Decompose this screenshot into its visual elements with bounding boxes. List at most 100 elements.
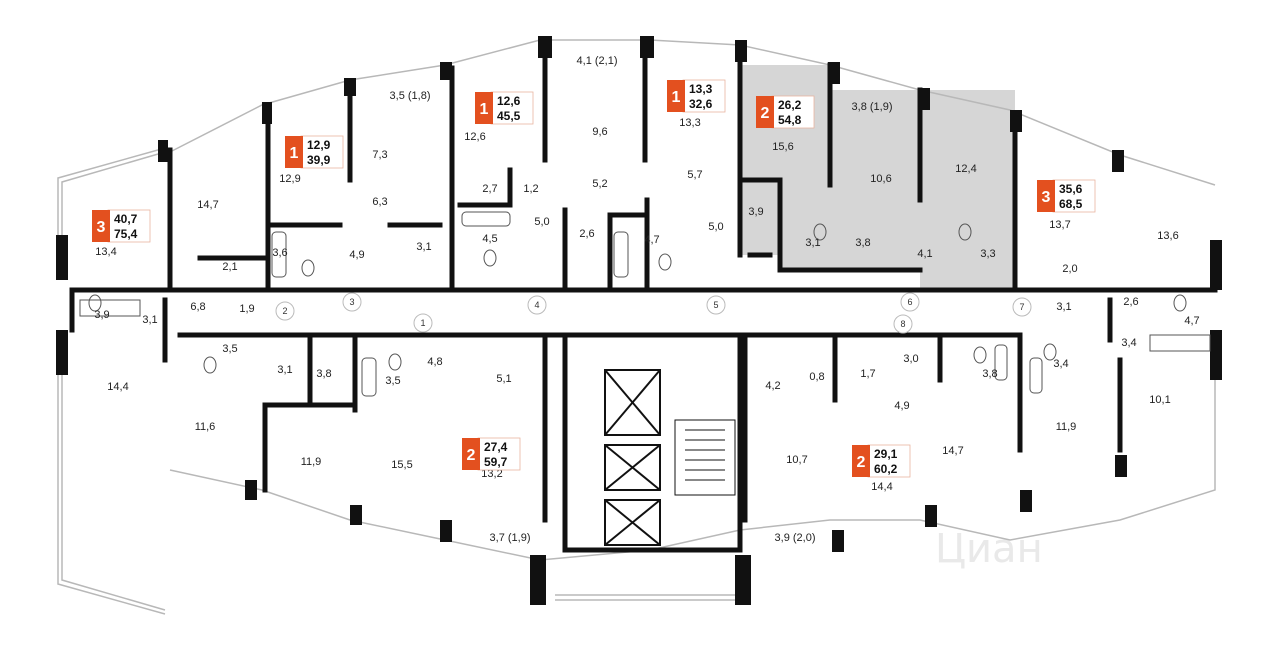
room-count: 2 (761, 105, 770, 122)
room-area-label: 3,8 (855, 237, 870, 249)
room-area-label: 15,5 (391, 459, 412, 471)
apartment-badge[interactable]: 3 35,668,5 (1037, 179, 1096, 213)
room-area-label: 3,9 (94, 309, 109, 321)
room-area-label: 12,4 (955, 163, 976, 175)
room-area-label: 15,6 (772, 141, 793, 153)
room-count-square (285, 136, 303, 168)
badge-frame (477, 437, 521, 471)
room-area-label: 11,6 (195, 421, 216, 433)
entrance-number: 1 (420, 318, 425, 328)
living-area: 27,4 (484, 440, 508, 454)
room-area-label: 3,1 (142, 314, 157, 326)
room-area-label: 3,1 (805, 237, 820, 249)
entrance-number-marker (413, 313, 433, 333)
room-area-label: 3,4 (1053, 358, 1068, 370)
room-area-label: 3,5 (222, 343, 237, 355)
walls (69, 42, 1218, 553)
room-area-label: 14,7 (942, 445, 963, 457)
room-area-label: 2,6 (579, 228, 594, 240)
room-area-label: 14,4 (107, 381, 128, 393)
room-area-label: 10,7 (786, 454, 807, 466)
bathroom-fixtures (79, 211, 1211, 397)
room-count-square (92, 210, 110, 242)
room-area-label: 4,7 (1184, 315, 1199, 327)
room-area-label: 2,1 (222, 261, 237, 273)
room-area-label: 14,4 (871, 481, 892, 493)
room-area-label: 4,9 (349, 249, 364, 261)
total-area: 60,2 (874, 462, 898, 476)
room-area-label: 12,6 (464, 131, 485, 143)
living-area: 35,6 (1059, 182, 1083, 196)
badge-frame (490, 91, 534, 125)
living-area: 12,9 (307, 138, 331, 152)
room-area-label: 13,3 (679, 117, 700, 129)
room-area-label: 2,7 (482, 183, 497, 195)
room-area-label: 4,1 (2,1) (577, 55, 618, 67)
room-area-label: 4,9 (894, 400, 909, 412)
room-count-square (1037, 180, 1055, 212)
room-area-label: 13,4 (95, 246, 116, 258)
room-area-label: 4,5 (482, 233, 497, 245)
room-area-label: 3,9 (748, 206, 763, 218)
room-count: 3 (1042, 189, 1051, 206)
room-area-label: 14,7 (197, 199, 218, 211)
room-area-label: 6,8 (190, 301, 205, 313)
room-count-square (475, 92, 493, 124)
living-area: 26,2 (778, 98, 802, 112)
room-area-label: 5,1 (496, 373, 511, 385)
room-area-label: 13,2 (481, 468, 502, 480)
entrance-number-marker (893, 314, 913, 334)
room-area-label: 3,6 (272, 247, 287, 259)
badge-frame (771, 95, 815, 129)
room-area-label: 5,7 (687, 169, 702, 181)
room-area-label: 0,8 (809, 371, 824, 383)
entrance-number-marker (527, 295, 547, 315)
room-area-label: 7,3 (372, 149, 387, 161)
living-area: 12,6 (497, 94, 521, 108)
room-area-label: 3,3 (980, 248, 995, 260)
entrance-number: 5 (713, 300, 718, 310)
entrance-number: 7 (1019, 302, 1024, 312)
elevator-core (604, 369, 736, 546)
room-area-label: 3,7 (1,9) (490, 532, 531, 544)
room-count: 1 (290, 145, 299, 162)
room-area-label: 3,8 (316, 368, 331, 380)
room-count-square (462, 438, 480, 470)
room-area-label: 11,9 (1056, 421, 1077, 433)
room-count: 3 (97, 219, 106, 236)
total-area: 68,5 (1059, 197, 1083, 211)
room-area-label: 12,9 (279, 173, 300, 185)
room-count: 1 (672, 89, 681, 106)
room-area-label: 5,0 (708, 221, 723, 233)
room-count-square (756, 96, 774, 128)
living-area: 29,1 (874, 447, 898, 461)
window-lines (57, 39, 1216, 615)
room-count: 2 (467, 447, 476, 464)
room-area-label: 1,9 (239, 303, 254, 315)
room-count-square (852, 445, 870, 477)
watermark-text: Циан (935, 526, 1043, 572)
entrance-number-marker (1012, 297, 1032, 317)
room-area-label: 5,0 (534, 216, 549, 228)
room-area-label: 4,2 (765, 380, 780, 392)
total-area: 45,5 (497, 109, 521, 123)
room-area-label: 3,4 (1121, 337, 1136, 349)
entrance-number: 6 (907, 297, 912, 307)
room-area-label: 3,9 (2,0) (775, 532, 816, 544)
entrance-number-marker (342, 292, 362, 312)
room-area-label: 5,2 (592, 178, 607, 190)
room-area-label: 4,8 (427, 356, 442, 368)
entrance-number: 8 (900, 319, 905, 329)
room-area-label: 1,7 (860, 368, 875, 380)
total-area: 75,4 (114, 227, 138, 241)
